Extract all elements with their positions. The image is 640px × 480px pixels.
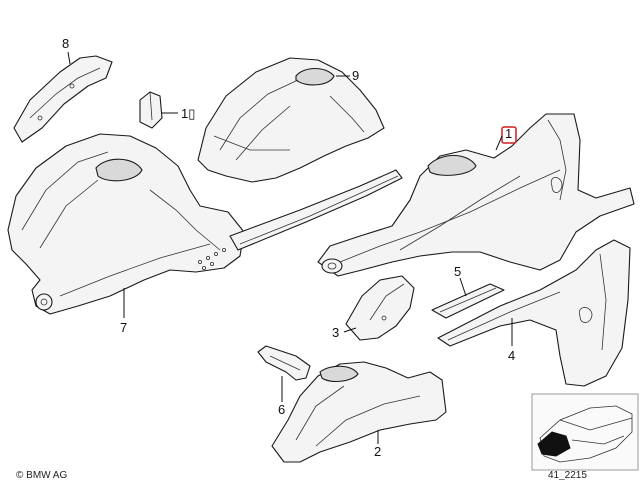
callout-7: 7 [120,320,127,335]
callout-3: 3 [332,325,339,340]
part-7-side-member[interactable] [7,133,403,315]
vehicle-location-thumbnail [531,393,639,471]
callout-5: 5 [454,264,461,279]
highlight-marker [501,126,517,144]
callout-6: 6 [278,402,285,417]
part-1-right-assembly[interactable] [317,113,635,277]
part-2-wheel-arch-housing[interactable] [271,361,447,463]
part-9-wheel-arch-housing[interactable] [197,57,385,183]
part-10-bracket[interactable] [139,91,163,129]
leader-lines [67,51,513,444]
part-6-bracket[interactable] [257,345,311,381]
copyright-text: © BMW AG [16,470,67,480]
callout-10: 1▯ [181,106,195,121]
part-4-side-panel[interactable] [437,239,631,387]
callout-9: 9 [352,68,359,83]
part-3-bracket[interactable] [345,275,415,341]
callout-1: 1 [505,126,512,141]
part-8-bracket[interactable] [13,55,113,143]
callout-8: 8 [62,36,69,51]
callout-4: 4 [508,348,515,363]
part-5-strip[interactable] [431,283,505,319]
callout-2: 2 [374,444,381,459]
diagram-number: 41_2215 [548,470,587,480]
